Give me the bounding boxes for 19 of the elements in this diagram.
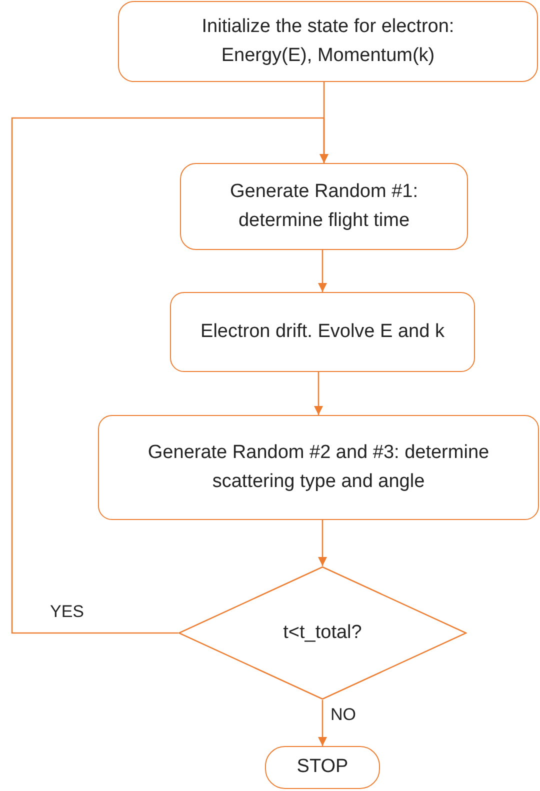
arrow <box>11 117 329 634</box>
terminal-box <box>265 746 380 789</box>
arrow <box>314 372 324 415</box>
node-text: Generate Random #2 and #3: determine scattering type and angle <box>146 441 490 494</box>
process-box <box>98 415 539 520</box>
arrow <box>318 700 328 746</box>
node-text: Generate Random #1: determine flight time <box>228 180 419 232</box>
edge-label: NO <box>330 706 356 723</box>
process-box <box>170 292 475 372</box>
process-box <box>118 1 538 82</box>
arrow <box>318 250 328 292</box>
arrow <box>318 520 328 566</box>
decision-diamond <box>178 566 467 700</box>
node-text: Initialize the state for electron: Energy(E), Momentum(k) <box>200 15 456 68</box>
node-text: t<t_total? <box>283 620 362 645</box>
edge-label: YES <box>50 603 84 620</box>
node-text: Electron drift. Evolve E and k <box>200 320 444 344</box>
node-text: STOP <box>296 755 348 780</box>
process-box <box>180 163 468 250</box>
